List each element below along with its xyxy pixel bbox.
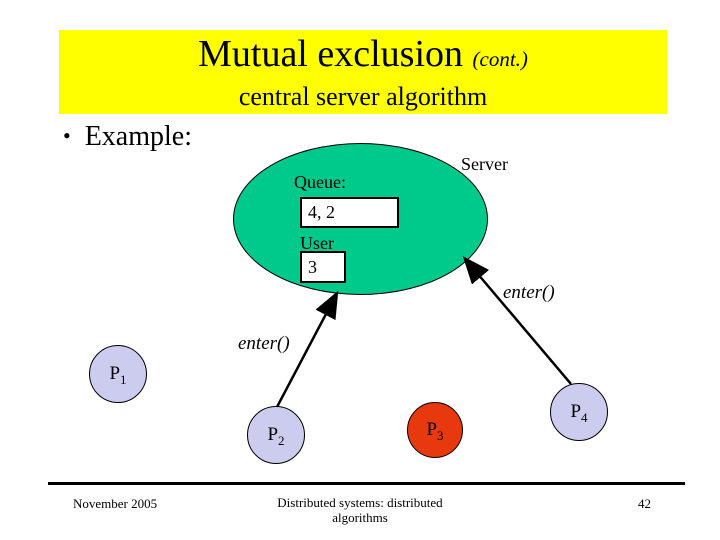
title-text: Mutual exclusion	[198, 32, 463, 75]
server-label: Server	[461, 154, 508, 174]
user-box: 3	[300, 251, 346, 283]
slide-subtitle: central server algorithm	[238, 81, 488, 111]
footer-divider	[48, 482, 685, 485]
footer-date: November 2005	[73, 496, 158, 511]
slide-title: Mutual exclusion (cont.)	[198, 32, 528, 81]
process-p1: P1	[89, 345, 147, 403]
process-p2: P2	[247, 406, 305, 464]
process-p3-label: P3	[426, 419, 444, 443]
queue-value: 4, 2	[308, 202, 335, 222]
footer-title-line1: Distributed systems: distributed	[277, 495, 443, 510]
enter-label-p4: enter()	[503, 282, 555, 303]
user-label: User	[300, 233, 334, 253]
process-p4: P4	[550, 383, 608, 441]
title-banner: Mutual exclusion (cont.) central server …	[59, 30, 667, 114]
queue-label: Queue:	[294, 172, 346, 192]
title-suffix: (cont.)	[472, 46, 528, 71]
queue-box: 4, 2	[300, 197, 399, 228]
bullet-example: • Example:	[63, 121, 192, 153]
bullet-text: Example:	[84, 121, 192, 152]
footer-title: Distributed systems: distributed algorit…	[235, 495, 485, 525]
bullet-glyph: •	[63, 123, 71, 148]
footer-title-line2: algorithms	[332, 510, 388, 525]
arrow-p4-to-server	[462, 256, 572, 385]
user-value: 3	[308, 256, 317, 277]
footer-page-number: 42	[638, 496, 651, 511]
process-p4-label: P4	[570, 401, 588, 425]
process-p2-label: P2	[267, 424, 285, 448]
process-p3: P3	[407, 402, 463, 458]
enter-label-p2: enter()	[238, 333, 290, 354]
process-p1-label: P1	[109, 363, 127, 387]
